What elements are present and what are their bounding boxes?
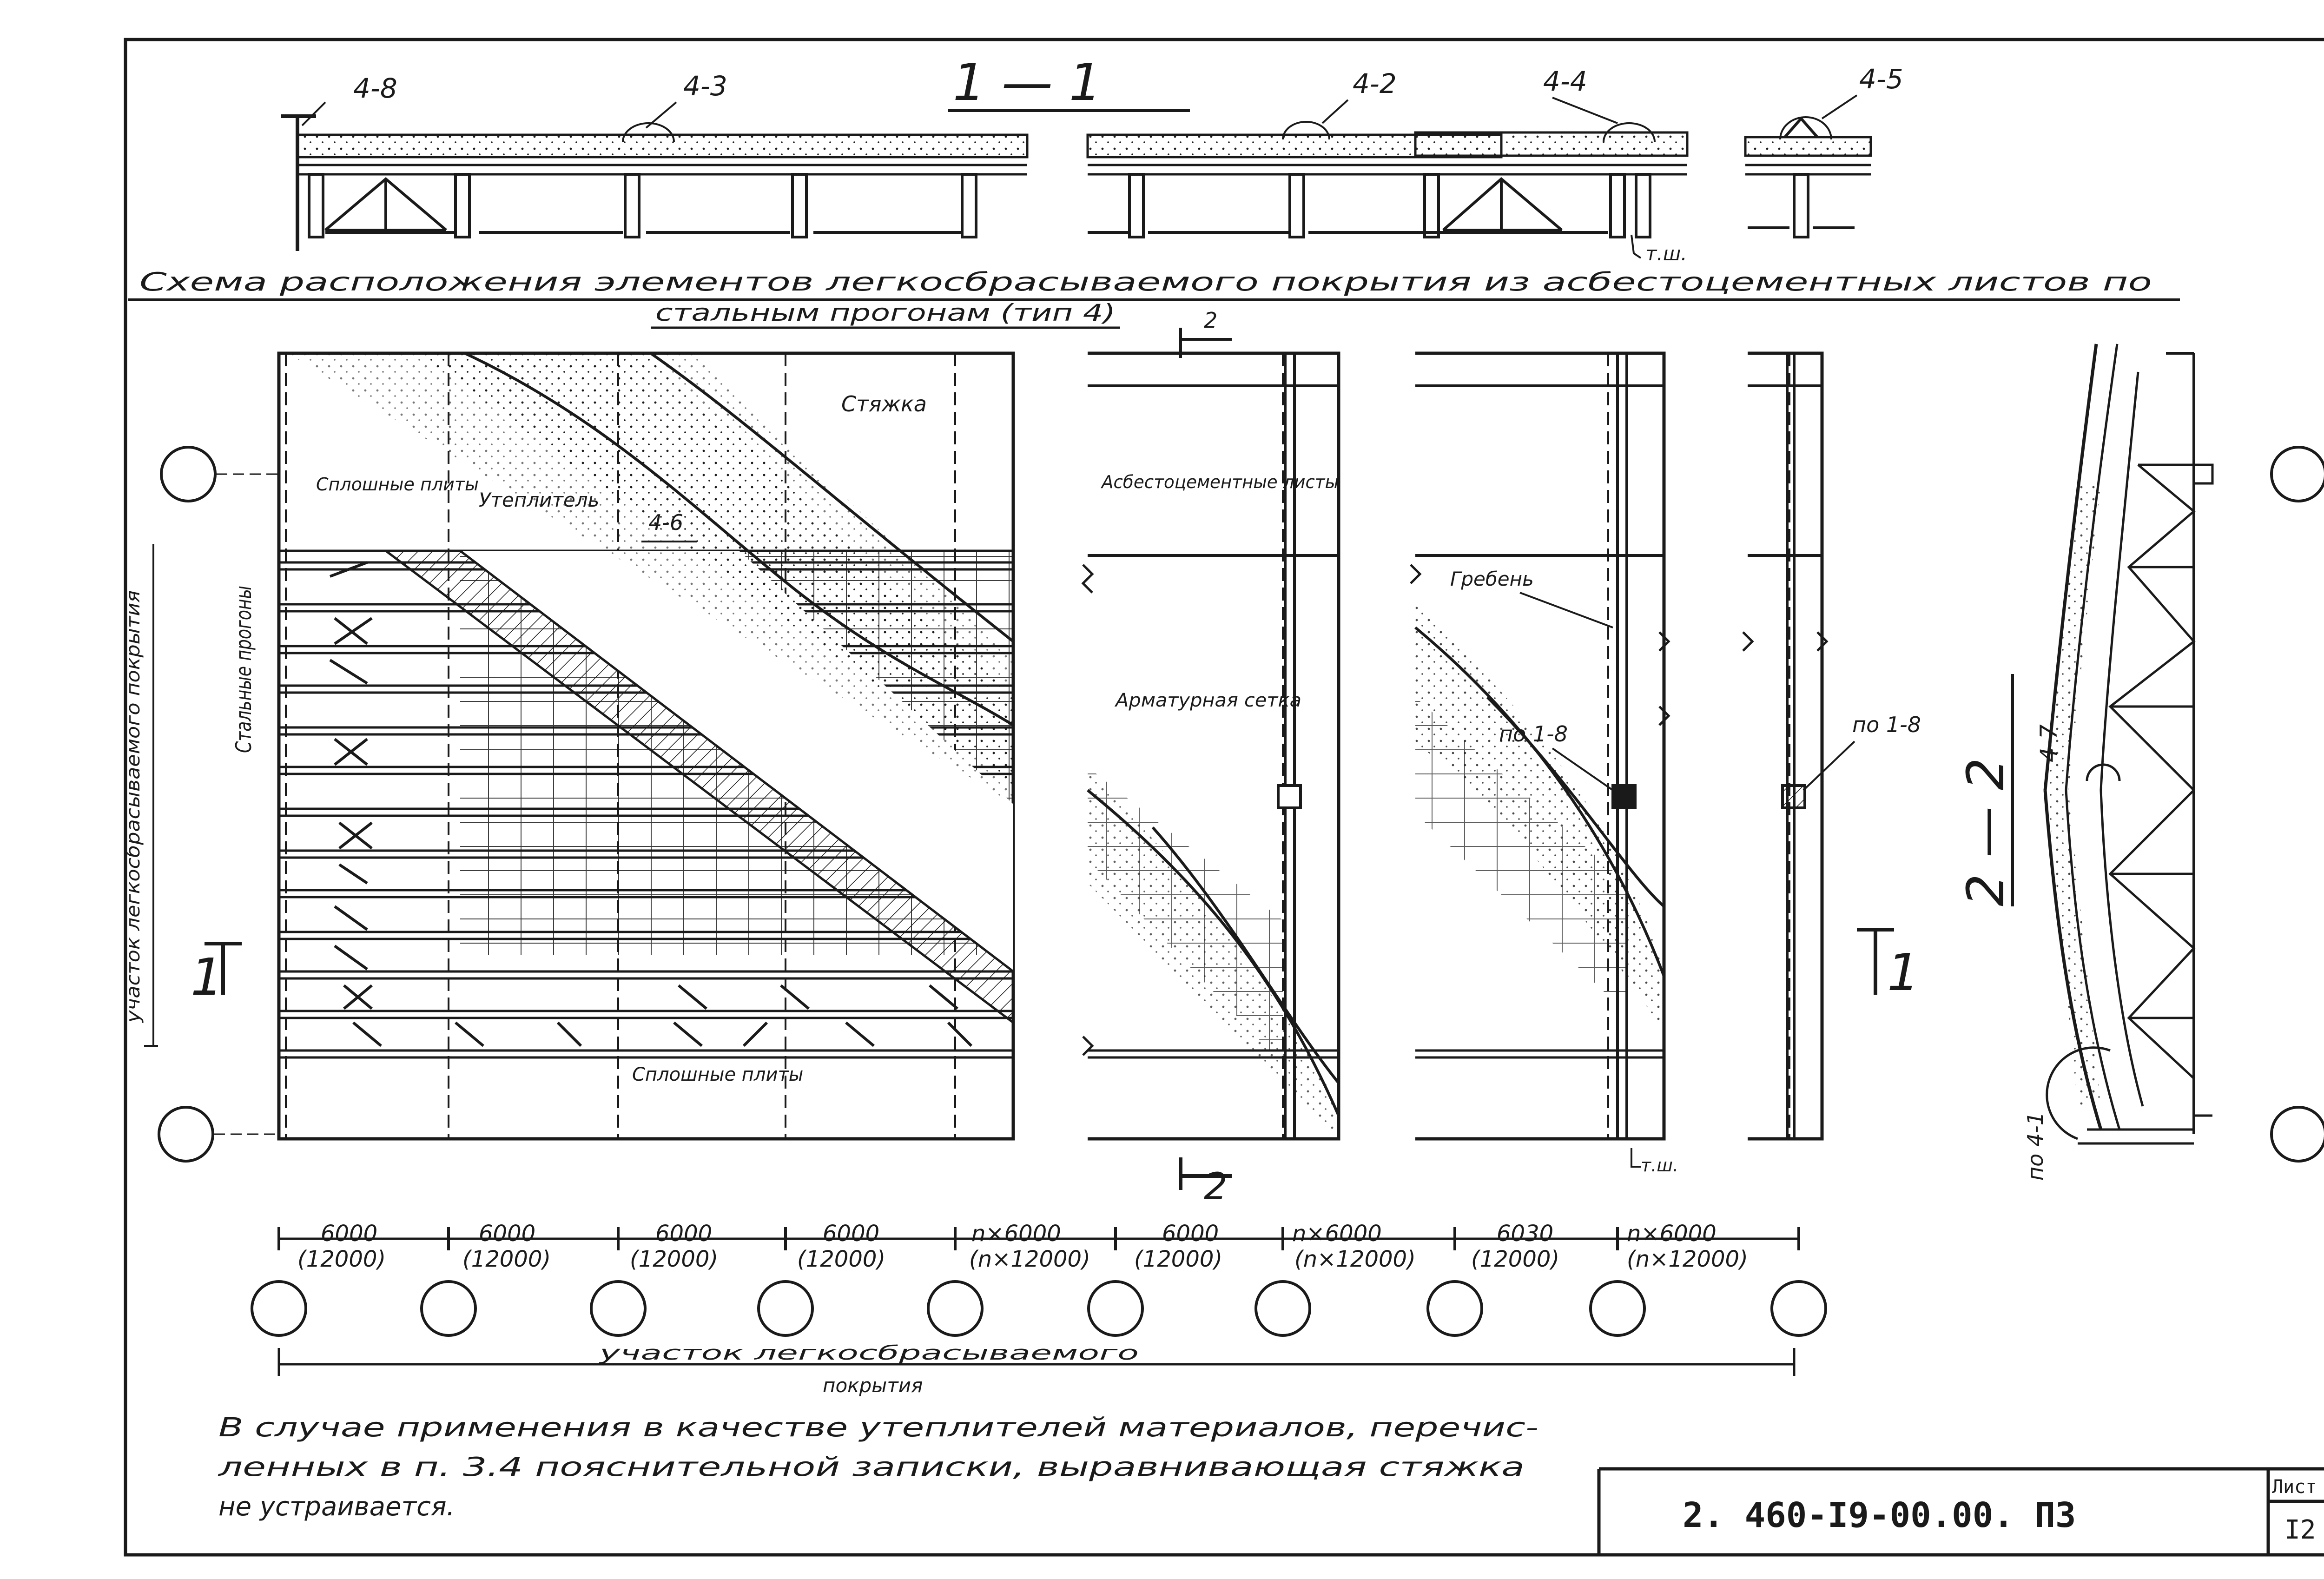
- dim-main-9: n×6000: [1627, 1221, 1717, 1247]
- title-block: 2. 460-I9-00.00. ПЗ Лист I2: [1597, 1467, 2324, 1555]
- label-po-1-8-b: по 1-8: [1852, 712, 1921, 737]
- node-label-4-4: 4-4: [1543, 66, 1587, 97]
- general-note: В случае применения в качестве утеплител…: [218, 1413, 1538, 1522]
- dim-alt-5: (n×12000): [969, 1246, 1090, 1272]
- note-tsh-top: т.ш.: [1645, 242, 1687, 265]
- dimension-line: 6000 (12000) 6000 (12000) 6000 (12000) 6…: [251, 1221, 1827, 1397]
- dim-main-5: n×6000: [971, 1221, 1061, 1247]
- label-po-4-1: по 4-1: [2023, 1112, 2048, 1181]
- section-1-1: 1 — 1 4-8 4-3 4-2: [281, 53, 1903, 265]
- label-uchastok-vertical: участок легкосбрасываемого покрытия: [123, 590, 144, 1023]
- section-mark-2-bottom: 2: [1204, 1165, 1228, 1208]
- node-label-4-2: 4-2: [1353, 68, 1397, 99]
- node-label-4-8: 4-8: [353, 73, 397, 104]
- drawing-code: 2. 460-I9-00.00. ПЗ: [1683, 1495, 2076, 1535]
- sheet-frame: [124, 38, 2324, 1557]
- dim-main-1: 6000: [321, 1221, 377, 1247]
- dim-alt-6: (12000): [1134, 1246, 1222, 1272]
- plan-view: Стяжка Сплошные плиты Утеплитель 4-6 Асб…: [123, 351, 2324, 1208]
- label-greben: Гребень: [1450, 568, 1534, 590]
- dim-main-4: 6000: [823, 1221, 879, 1247]
- label-armaturnaya-setka: Арматурная сетка: [1114, 690, 1301, 711]
- dim-main-8: 6030: [1497, 1221, 1553, 1247]
- label-sploshnye-plity-bottom: Сплошные плиты: [632, 1064, 803, 1085]
- section-mark-2-top: 2: [1204, 308, 1217, 333]
- sheet-number: I2: [2284, 1515, 2316, 1545]
- section-2-2: 2 — 2 4-7 по 4-1: [1956, 344, 2214, 1181]
- label-node-4-7: 4-7: [2035, 724, 2062, 762]
- node-label-4-3: 4-3: [683, 70, 727, 102]
- scheme-title: Схема расположения элементов легкосбрасы…: [128, 267, 2180, 358]
- label-sploshnye-plity-top: Сплошные плиты: [316, 474, 479, 495]
- section-1-1-title: 1 — 1: [953, 53, 1102, 112]
- note-line3: не устраивается.: [218, 1492, 455, 1522]
- label-tsh-plan: т.ш.: [1641, 1155, 1678, 1176]
- section-2-2-title: 2 — 2: [1956, 758, 2015, 906]
- note-line1: В случае применения в качестве утеплител…: [218, 1413, 1538, 1443]
- node-label-4-5: 4-5: [1859, 63, 1903, 95]
- label-asbest-listy: Асбестоцементные листы: [1100, 472, 1339, 492]
- dim-main-6: 6000: [1162, 1221, 1219, 1247]
- dim-alt-1: (12000): [297, 1246, 386, 1272]
- section-mark-1-right: 1: [1887, 943, 1920, 1002]
- label-stalnye-progony: Стальные прогоны: [231, 586, 256, 753]
- section-mark-1-left: 1: [191, 947, 223, 1007]
- sheet-label: Лист: [2272, 1476, 2317, 1498]
- label-po-1-8-a: по 1-8: [1499, 721, 1568, 747]
- dim-main-3: 6000: [655, 1221, 712, 1247]
- label-styazhka: Стяжка: [841, 391, 927, 416]
- scheme-title-line1: Схема расположения элементов легкосбрасы…: [139, 267, 2152, 297]
- note-line2: ленных в п. 3.4 пояснительной записки, в…: [218, 1452, 1525, 1482]
- dim-alt-3: (12000): [630, 1246, 718, 1272]
- zone-label-line2: покрытия: [823, 1374, 923, 1397]
- dim-main-7: n×6000: [1292, 1221, 1382, 1247]
- dim-alt-7: (n×12000): [1294, 1246, 1416, 1272]
- dim-main-2: 6000: [479, 1221, 535, 1247]
- label-node-4-6: 4-6: [648, 510, 683, 535]
- dim-alt-8: (12000): [1471, 1246, 1559, 1272]
- scheme-title-line2: стальным прогонам (тип 4): [655, 299, 1116, 326]
- dim-alt-4: (12000): [797, 1246, 885, 1272]
- zone-label-line1: участок легкосбрасываемого: [598, 1341, 1139, 1364]
- dim-alt-9: (n×12000): [1627, 1246, 1748, 1272]
- label-uteplitel: Утеплитель: [479, 489, 599, 511]
- dim-alt-2: (12000): [462, 1246, 551, 1272]
